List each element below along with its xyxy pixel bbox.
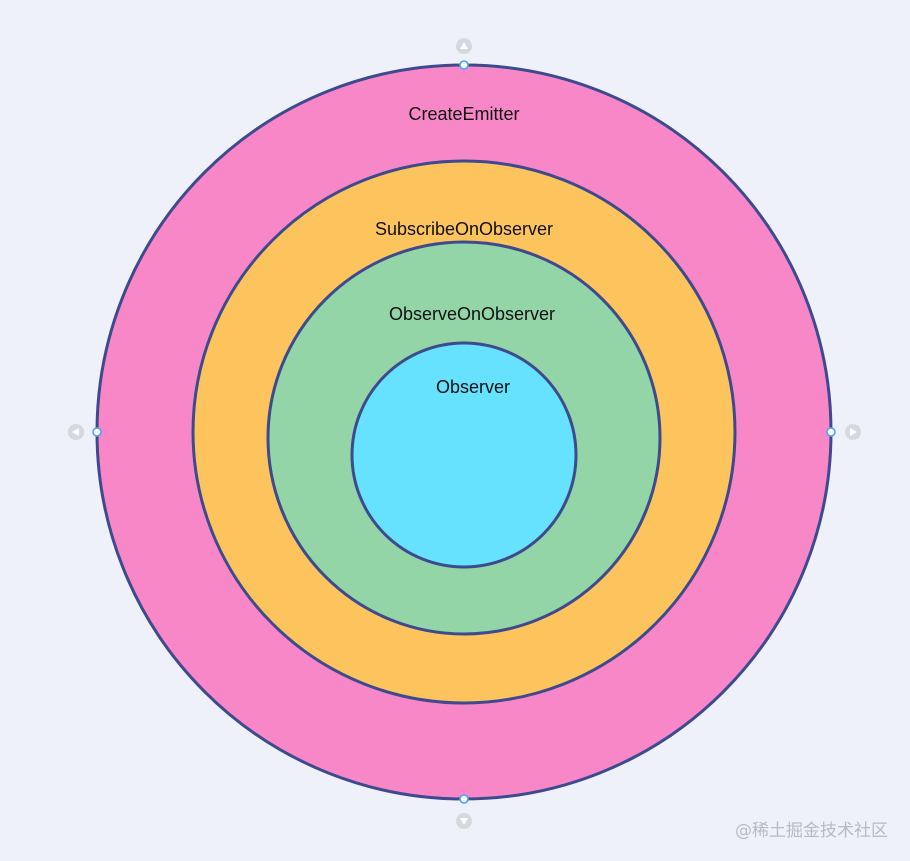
triangle-left-icon[interactable]	[68, 424, 84, 440]
label-observer: Observer	[436, 377, 510, 397]
label-observe-on-observer: ObserveOnObserver	[389, 304, 555, 324]
selection-node-left[interactable]	[92, 427, 102, 437]
selection-node-right[interactable]	[826, 427, 836, 437]
triangle-up-icon[interactable]	[456, 38, 472, 54]
ring-observer[interactable]	[350, 341, 578, 569]
label-create-emitter: CreateEmitter	[408, 104, 519, 124]
triangle-down-icon[interactable]	[456, 813, 472, 829]
selection-node-top[interactable]	[459, 60, 469, 70]
selection-node-bottom[interactable]	[459, 794, 469, 804]
watermark: @稀土掘金技术社区	[735, 821, 888, 841]
triangle-right-icon[interactable]	[845, 424, 861, 440]
label-subscribe-on-observer: SubscribeOnObserver	[375, 219, 553, 239]
